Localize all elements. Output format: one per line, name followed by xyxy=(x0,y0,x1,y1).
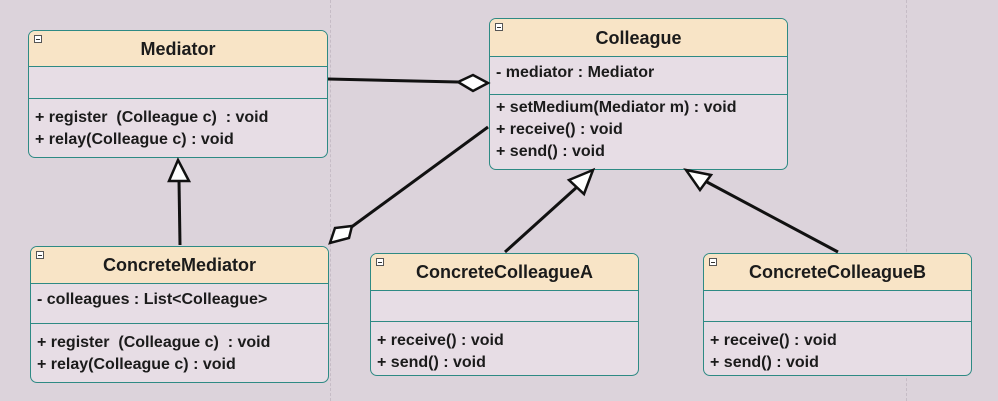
class-header: ConcreteColleagueB xyxy=(704,254,971,291)
attribute-row: - mediator : Mediator xyxy=(496,64,655,81)
attributes-section xyxy=(371,291,638,322)
guide-line-right xyxy=(906,0,907,401)
method-row: + send() : void xyxy=(496,143,605,160)
attribute-row: - colleagues : List<Colleague> xyxy=(37,291,268,308)
method-row: + relay(Colleague c) : void xyxy=(35,131,234,148)
class-header: ConcreteColleagueA xyxy=(371,254,638,291)
class-header: Mediator xyxy=(29,31,327,67)
class-concrete-colleague-b[interactable]: ConcreteColleagueB + receive() : void + … xyxy=(703,253,972,376)
aggregation-diamond-icon xyxy=(328,224,354,245)
collapse-icon[interactable] xyxy=(376,258,384,266)
collapse-icon[interactable] xyxy=(34,35,42,43)
class-name: ConcreteMediator xyxy=(102,255,257,275)
methods-section: + receive() : void + send() : void xyxy=(371,322,638,374)
method-row: + receive() : void xyxy=(710,332,837,349)
generalization-arrowhead-icon xyxy=(683,168,714,193)
attributes-section xyxy=(29,67,327,99)
class-concrete-colleague-a[interactable]: ConcreteColleagueA + receive() : void + … xyxy=(370,253,639,376)
method-row: + setMedium(Mediator m) : void xyxy=(496,99,737,116)
class-mediator[interactable]: Mediator + register (Colleague c) : void… xyxy=(28,30,328,158)
class-name: Mediator xyxy=(140,39,216,59)
guide-line-left xyxy=(330,0,331,401)
aggregation-line-colleague-concretemediator[interactable] xyxy=(345,125,489,233)
aggregation-line-mediator-colleague[interactable] xyxy=(327,77,459,84)
class-colleague[interactable]: Colleague - mediator : Mediator + setMed… xyxy=(489,18,788,170)
generalization-arrowhead-icon xyxy=(167,157,192,183)
class-concrete-mediator[interactable]: ConcreteMediator - colleagues : List<Col… xyxy=(30,246,329,383)
class-header: ConcreteMediator xyxy=(31,247,328,284)
class-header: Colleague xyxy=(490,19,787,57)
collapse-icon[interactable] xyxy=(709,258,717,266)
collapse-icon[interactable] xyxy=(36,251,44,259)
attributes-section: - mediator : Mediator xyxy=(490,57,787,95)
class-name: Colleague xyxy=(595,28,682,48)
class-name: ConcreteColleagueA xyxy=(415,262,594,282)
methods-section: + register (Colleague c) : void + relay(… xyxy=(31,324,328,376)
method-row: + receive() : void xyxy=(496,121,623,138)
method-row: + register (Colleague c) : void xyxy=(37,334,271,351)
generalization-line-colleaguea-colleague[interactable] xyxy=(503,185,579,254)
method-row: + register (Colleague c) : void xyxy=(35,109,269,126)
generalization-line-concretemediator-mediator[interactable] xyxy=(177,179,182,246)
generalization-line-colleagueb-colleague[interactable] xyxy=(704,179,839,254)
method-row: + send() : void xyxy=(377,354,486,371)
aggregation-diamond-icon xyxy=(455,73,491,93)
generalization-arrowhead-icon xyxy=(566,167,596,197)
method-row: + receive() : void xyxy=(377,332,504,349)
attributes-section: - colleagues : List<Colleague> xyxy=(31,284,328,324)
method-row: + send() : void xyxy=(710,354,819,371)
class-name: ConcreteColleagueB xyxy=(748,262,927,282)
methods-section: + setMedium(Mediator m) : void + receive… xyxy=(490,95,787,163)
collapse-icon[interactable] xyxy=(495,23,503,31)
methods-section: + receive() : void + send() : void xyxy=(704,322,971,374)
methods-section: + register (Colleague c) : void + relay(… xyxy=(29,99,327,151)
attributes-section xyxy=(704,291,971,322)
method-row: + relay(Colleague c) : void xyxy=(37,356,236,373)
